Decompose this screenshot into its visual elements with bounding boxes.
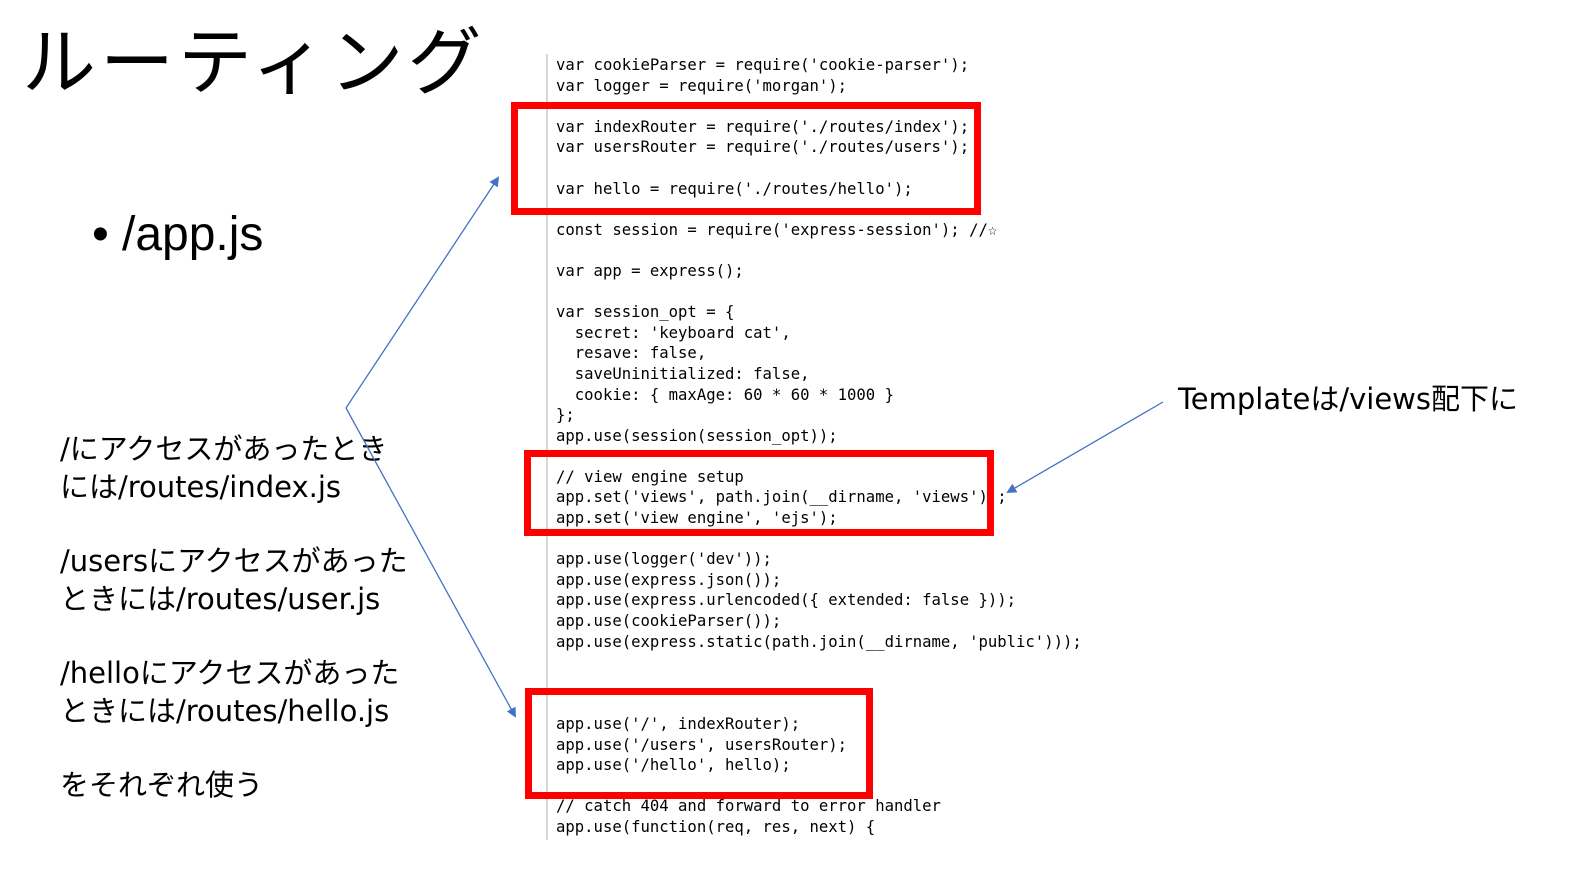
bullet-text: /app.js bbox=[122, 208, 264, 261]
description-paragraph: /helloにアクセスがあった ときには/routes/hello.js bbox=[60, 654, 408, 730]
code-line: var hello = require('./routes/hello'); bbox=[556, 179, 913, 198]
description-paragraph: /にアクセスがあったとき には/routes/index.js bbox=[60, 430, 408, 506]
arrow-to-views bbox=[1006, 401, 1164, 494]
code-line: var cookieParser = require('cookie-parse… bbox=[556, 56, 970, 74]
description-line: をそれぞれ使う bbox=[60, 768, 264, 802]
app-use-routes-highlight bbox=[525, 688, 873, 799]
arrow-to-require bbox=[345, 176, 500, 409]
code-line: app.use(express.json()); bbox=[556, 570, 782, 589]
code-line: app.use(express.urlencoded({ extended: f… bbox=[556, 591, 1017, 610]
require-routers-highlight bbox=[511, 102, 981, 215]
code-line: app.use(cookieParser()); bbox=[556, 612, 782, 631]
code-line: app.use(function(req, res, next) { bbox=[556, 817, 876, 836]
code-line: resave: false, bbox=[556, 344, 707, 363]
template-note: Templateは/views配下に bbox=[1178, 382, 1518, 416]
routing-description: /にアクセスがあったとき には/routes/index.js /usersにア… bbox=[60, 430, 408, 840]
code-gutter-line bbox=[546, 54, 548, 840]
code-line: app.use(express.static(path.join(__dirna… bbox=[556, 632, 1082, 651]
code-line: var logger = require('morgan'); bbox=[556, 76, 848, 95]
code-line: app.use('/users', usersRouter); bbox=[556, 735, 848, 754]
code-line: saveUninitialized: false, bbox=[556, 364, 810, 383]
bullet-dot-icon: • bbox=[92, 208, 109, 261]
code-line: app.use(session(session_opt)); bbox=[556, 426, 838, 445]
code-line: cookie: { maxAge: 60 * 60 * 1000 } bbox=[556, 385, 894, 404]
code-line: var app = express(); bbox=[556, 261, 744, 280]
code-line: app.set('view engine', 'ejs'); bbox=[556, 509, 838, 528]
code-line: var session_opt = { bbox=[556, 303, 735, 322]
code-line: // catch 404 and forward to error handle… bbox=[556, 797, 941, 816]
description-line: ときには/routes/user.js bbox=[60, 582, 381, 616]
code-line: app.use('/hello', hello); bbox=[556, 756, 791, 775]
description-line: /helloにアクセスがあった bbox=[60, 656, 400, 690]
bullet-item: •/app.js bbox=[92, 205, 263, 265]
view-engine-highlight bbox=[524, 450, 994, 536]
description-line: /にアクセスがあったとき bbox=[60, 432, 388, 466]
description-line: /usersにアクセスがあった bbox=[60, 544, 408, 578]
description-line: には/routes/index.js bbox=[60, 470, 341, 504]
code-line: app.set('views', path.join(__dirname, 'v… bbox=[556, 488, 1007, 507]
code-line: const session = require('express-session… bbox=[556, 220, 998, 239]
code-line: }; bbox=[556, 406, 575, 425]
code-line: // view engine setup bbox=[556, 467, 744, 486]
description-line: ときには/routes/hello.js bbox=[60, 694, 390, 728]
code-line: var usersRouter = require('./routes/user… bbox=[556, 138, 970, 157]
code-line: app.use('/', indexRouter); bbox=[556, 715, 801, 733]
description-paragraph: /usersにアクセスがあった ときには/routes/user.js bbox=[60, 542, 408, 618]
code-block: var cookieParser = require('cookie-parse… bbox=[556, 55, 1082, 838]
slide-title: ルーティング bbox=[22, 20, 486, 106]
arrow-to-app-use bbox=[345, 407, 516, 718]
code-line: var indexRouter = require('./routes/inde… bbox=[556, 117, 970, 136]
code-line: secret: 'keyboard cat', bbox=[556, 323, 791, 342]
code-line: app.use(logger('dev')); bbox=[556, 550, 772, 569]
description-paragraph: をそれぞれ使う bbox=[60, 766, 408, 804]
